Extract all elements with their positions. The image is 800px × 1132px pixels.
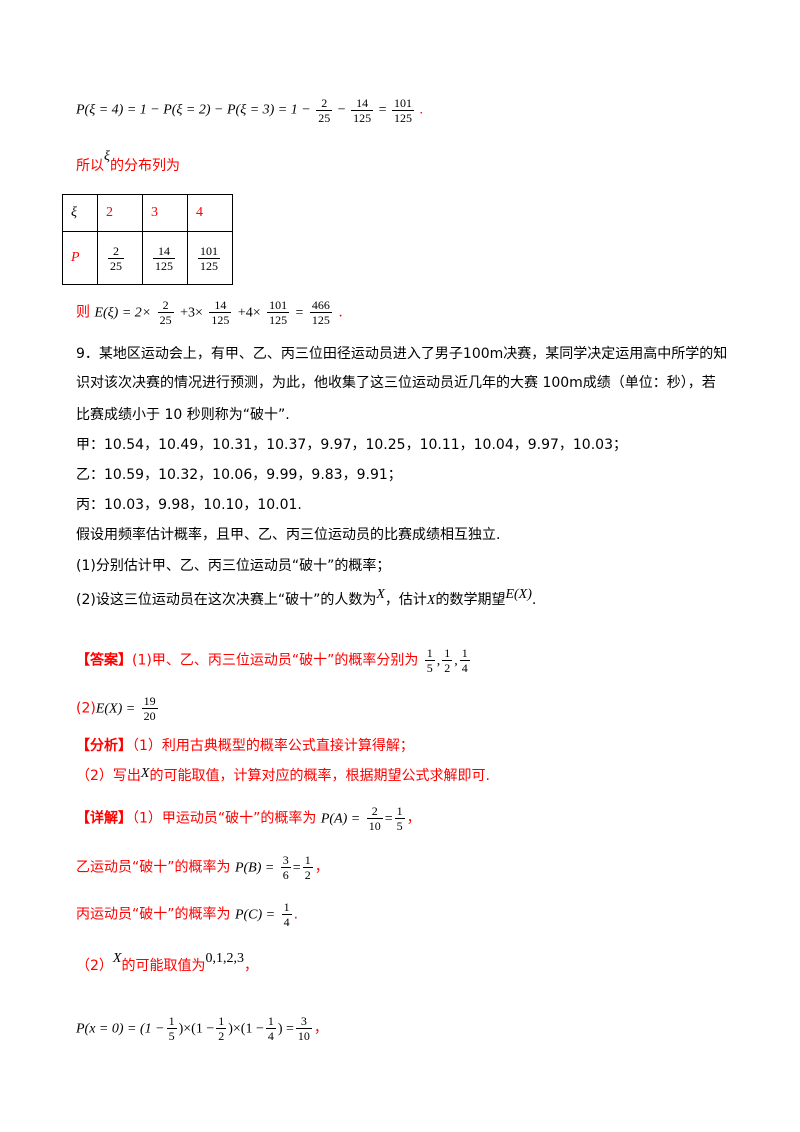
analysis-tag: 【分析】 bbox=[76, 738, 132, 754]
q9-data-yi: 乙：10.59，10.32，10.06，9.99，9.83，9.91； bbox=[76, 467, 402, 483]
q9-line2: 识对该次决赛的情况进行预测，为此，他收集了这三位运动员近几年的大赛 100m成绩… bbox=[76, 375, 716, 391]
q9-line1: 9．某地区运动会上，有甲、乙、丙三位田径运动员进入了男子100m决赛，某同学决定… bbox=[76, 346, 728, 362]
analysis-line1: 【分析】（1）利用古典概型的概率公式直接计算得解； bbox=[76, 738, 414, 754]
q9-line3: 比赛成绩小于 10 秒则称为“破十”. bbox=[76, 407, 290, 423]
q9-data-bing: 丙：10.03，9.98，10.10，10.01. bbox=[76, 497, 302, 513]
q9-subquestion-2: (2)设这三位运动员在这次决赛上“破十”的人数为X，估计X的数学期望E(X). bbox=[76, 587, 537, 608]
table-head-cell: 2 bbox=[97, 194, 143, 232]
detail-line4: （2）X的可能取值为0,1,2,3， bbox=[76, 951, 258, 974]
q9-subquestion-1: (1)分别估计甲、乙、丙三位运动员“破十”的概率； bbox=[76, 558, 391, 574]
p-xi-4-equation: P(ξ = 4) = 1 − P(ξ = 2) − P(ξ = 3) = 1 −… bbox=[76, 96, 424, 125]
q9-assumption: 假设用频率估计概率，且甲、乙、丙三位运动员的比赛成绩相互独立. bbox=[76, 527, 501, 543]
q9-data-jia: 甲：10.54，10.49，10.31，10.37，9.97，10.25，10.… bbox=[76, 437, 627, 453]
analysis-line2: （2）写出X的可能取值，计算对应的概率，根据期望公式求解即可. bbox=[76, 766, 490, 784]
table-p-label: P bbox=[62, 231, 98, 285]
table-head-cell: 3 bbox=[142, 194, 188, 232]
table-head-cell: 4 bbox=[187, 194, 233, 232]
answer-tag: 【答案】 bbox=[76, 652, 132, 669]
distribution-intro: 所以ξ的分布列为 bbox=[76, 149, 180, 174]
detail-tag: 【详解】 bbox=[76, 810, 132, 827]
table-head-cell: ξ bbox=[62, 194, 98, 232]
